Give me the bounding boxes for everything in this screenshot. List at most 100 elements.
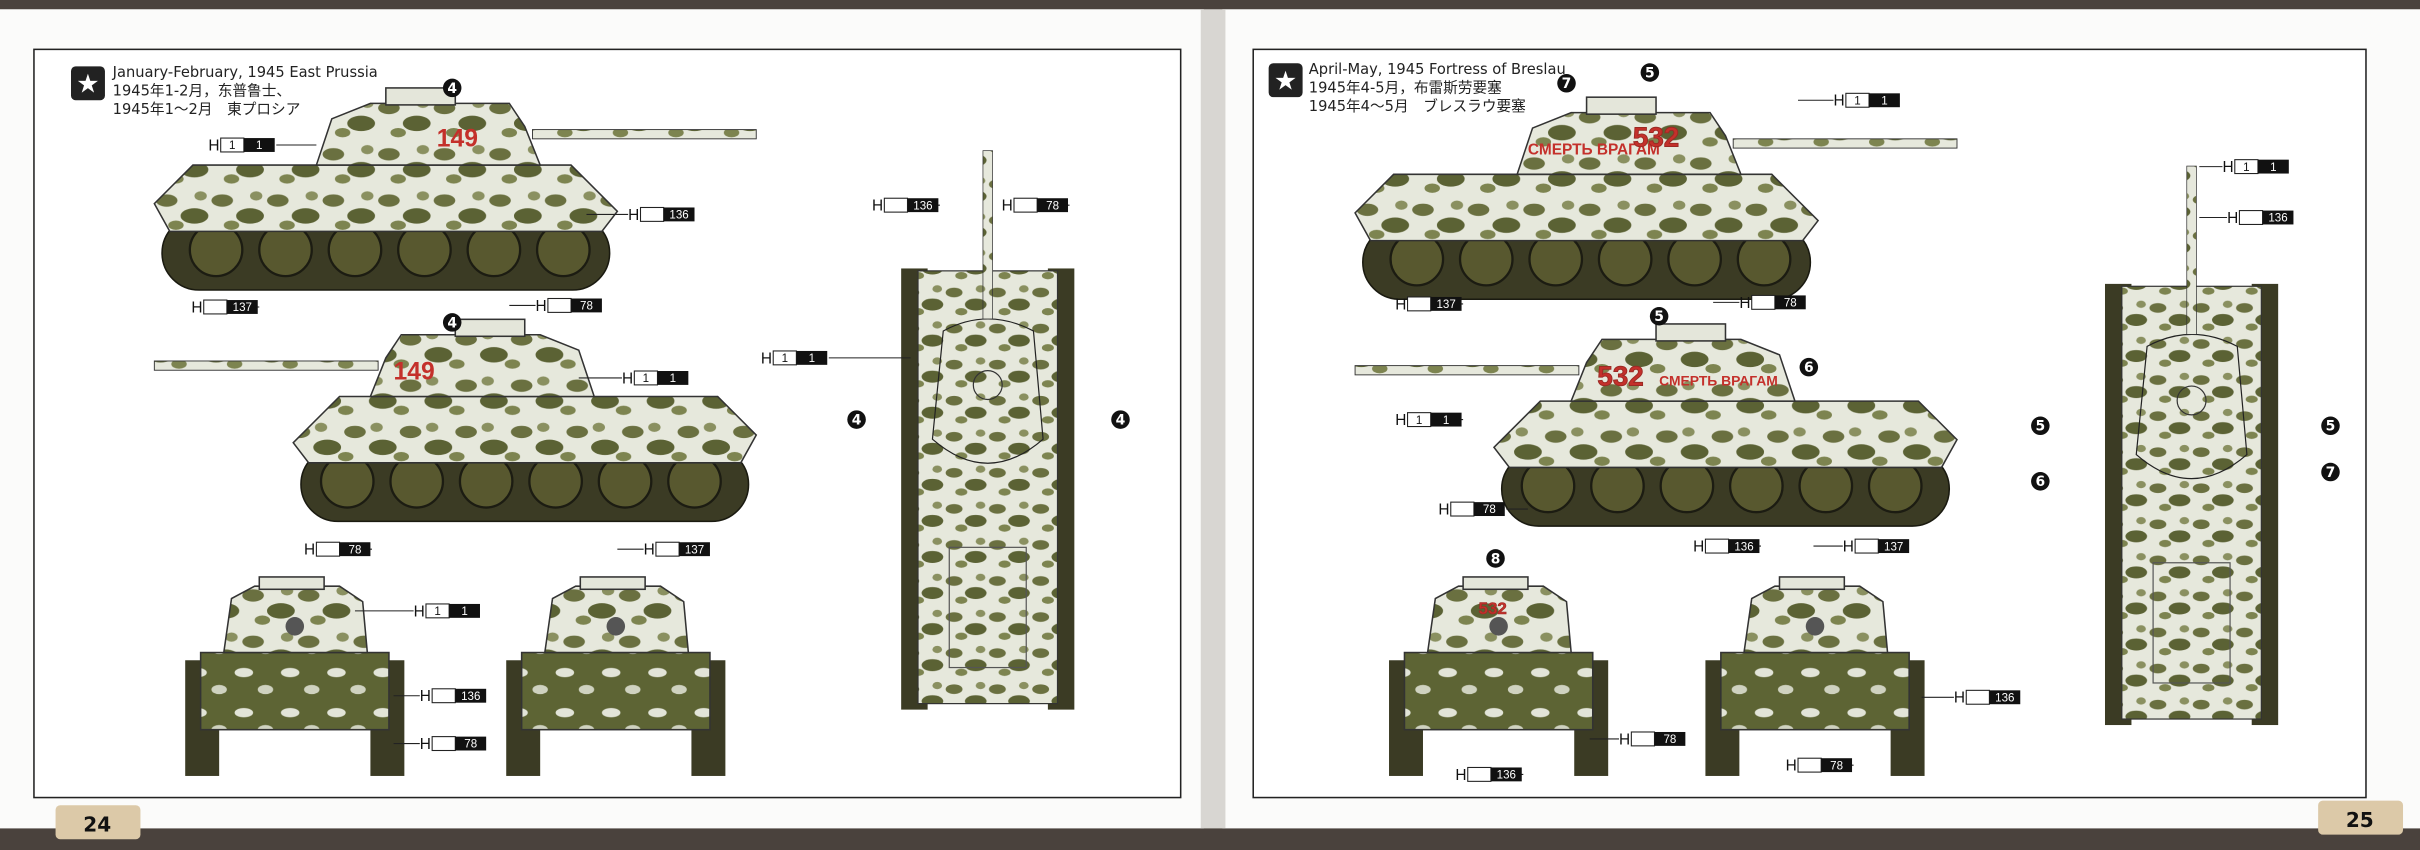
decal-marker-circle bbox=[2031, 416, 2050, 436]
scheme-panel-left: ★ January-February, 1945 East Prussia 19… bbox=[33, 48, 1182, 799]
paint-number: 78 bbox=[1830, 760, 1843, 772]
decal-number: 8 bbox=[1491, 551, 1501, 567]
paint-ratio-a: 1 bbox=[643, 373, 649, 385]
decal-marker: 4 bbox=[442, 78, 462, 98]
decal-number: 6 bbox=[1804, 360, 1814, 376]
paint-ratio-box bbox=[1965, 689, 1990, 705]
paint-number: 136 bbox=[1995, 692, 2014, 704]
star-icon bbox=[70, 66, 105, 101]
paint-number-box bbox=[455, 736, 487, 751]
paint-code-prefix: H bbox=[761, 350, 772, 367]
paint-code-prefix: H bbox=[872, 198, 883, 215]
paint-number-box bbox=[907, 198, 939, 213]
paint-number-box bbox=[571, 298, 602, 313]
page-number: 24 bbox=[83, 812, 111, 836]
decal-number: 7 bbox=[1562, 76, 1572, 92]
paint-ratio-a: 1 bbox=[2243, 162, 2249, 174]
decal-number: 4 bbox=[1116, 413, 1126, 429]
paint-code-prefix: H bbox=[1834, 93, 1845, 110]
paint-ratio-box bbox=[315, 541, 341, 557]
paint-code-prefix: H bbox=[1786, 758, 1797, 775]
paint-number-box bbox=[1430, 296, 1462, 311]
paint-number-box bbox=[1774, 295, 1806, 310]
decal-marker: 7 bbox=[1557, 74, 1576, 93]
decal-marker: 4 bbox=[1111, 410, 1130, 429]
slogan-decal: СМЕРТЬ ВРАГАМ bbox=[1659, 373, 1778, 389]
paint-number-box bbox=[455, 688, 487, 703]
paint-ratio-box bbox=[1854, 538, 1879, 554]
paint-number-box bbox=[1473, 502, 1505, 517]
paint-number-box bbox=[1037, 198, 1069, 213]
paint-ratio-a: 1 bbox=[782, 353, 788, 365]
paint-ratio-box bbox=[547, 297, 572, 313]
page-number-right: 25 bbox=[2318, 800, 2404, 835]
decal-number: 5 bbox=[1645, 65, 1655, 81]
paint-number-box bbox=[1430, 412, 1462, 427]
decal-number: 4 bbox=[852, 413, 862, 429]
decal-marker: 7 bbox=[2321, 462, 2340, 482]
paint-ratio-box bbox=[655, 541, 680, 557]
paint-ratio-box bbox=[1751, 294, 1776, 310]
paint-code-prefix: H bbox=[1739, 295, 1750, 312]
paint-code-prefix: H bbox=[420, 736, 431, 753]
paint-number: 78 bbox=[1483, 504, 1496, 516]
decal-marker: 5 bbox=[2321, 416, 2340, 436]
decal-marker: 6 bbox=[2031, 472, 2050, 491]
paint-code-prefix: H bbox=[1438, 501, 1449, 518]
paint-number: 136 bbox=[1497, 770, 1516, 782]
paint-number: 78 bbox=[1784, 298, 1797, 310]
paint-number-box bbox=[1821, 758, 1853, 773]
decal-marker-circle bbox=[1111, 410, 1130, 429]
decal-marker-circle bbox=[847, 410, 866, 429]
paint-number: 1 bbox=[670, 373, 676, 385]
decal-marker: 8 bbox=[1486, 549, 1505, 568]
paint-number: 78 bbox=[1663, 734, 1676, 746]
paint-code-prefix: H bbox=[1693, 539, 1704, 556]
decal-marker-circle bbox=[1649, 306, 1669, 326]
paint-number: 1 bbox=[2270, 162, 2276, 174]
paint-number: 78 bbox=[1046, 200, 1059, 212]
paint-number: 1 bbox=[809, 353, 815, 365]
star-icon bbox=[1268, 63, 1303, 98]
paint-ratio-a: 1 bbox=[1854, 95, 1860, 107]
paint-ratio-box bbox=[2238, 210, 2264, 225]
decal-marker: 4 bbox=[442, 313, 462, 332]
scheme-title-zh: 1945年4-5月，布雷斯劳要塞 bbox=[1309, 79, 1502, 97]
paint-code-prefix: H bbox=[1455, 767, 1466, 784]
decal-marker-circle bbox=[442, 313, 462, 332]
scheme-title-ja: 1945年4～5月 ブレスラウ要塞 bbox=[1309, 97, 1526, 115]
paint-number: 1 bbox=[1881, 95, 1887, 107]
paint-ratio-a: 1 bbox=[1416, 415, 1422, 427]
decal-marker-circle bbox=[1640, 63, 1660, 82]
turret-number-decal: 532 bbox=[1597, 361, 1643, 392]
page-number-left: 24 bbox=[55, 805, 141, 840]
star-icon-glyph: ★ bbox=[76, 70, 100, 99]
decal-number: 5 bbox=[2036, 419, 2046, 435]
paint-ratio-a: 1 bbox=[229, 140, 235, 152]
paint-ratio-box bbox=[1407, 296, 1432, 312]
paint-number: 136 bbox=[669, 210, 688, 222]
gutter bbox=[1200, 9, 1226, 829]
paint-code-prefix: H bbox=[414, 603, 425, 620]
turret-number-decal: 149 bbox=[437, 126, 478, 153]
paint-number-box bbox=[1869, 93, 1900, 108]
paint-ratio-box bbox=[203, 299, 228, 315]
paint-callout: H 78 bbox=[1786, 758, 1854, 775]
paint-number: 78 bbox=[349, 544, 362, 556]
turret-number-decal: 532 bbox=[1633, 122, 1679, 153]
paint-code-prefix: H bbox=[208, 137, 219, 154]
scheme-title-en: April-May, 1945 Fortress of Breslau bbox=[1309, 61, 1566, 78]
paint-number: 136 bbox=[1734, 541, 1753, 553]
